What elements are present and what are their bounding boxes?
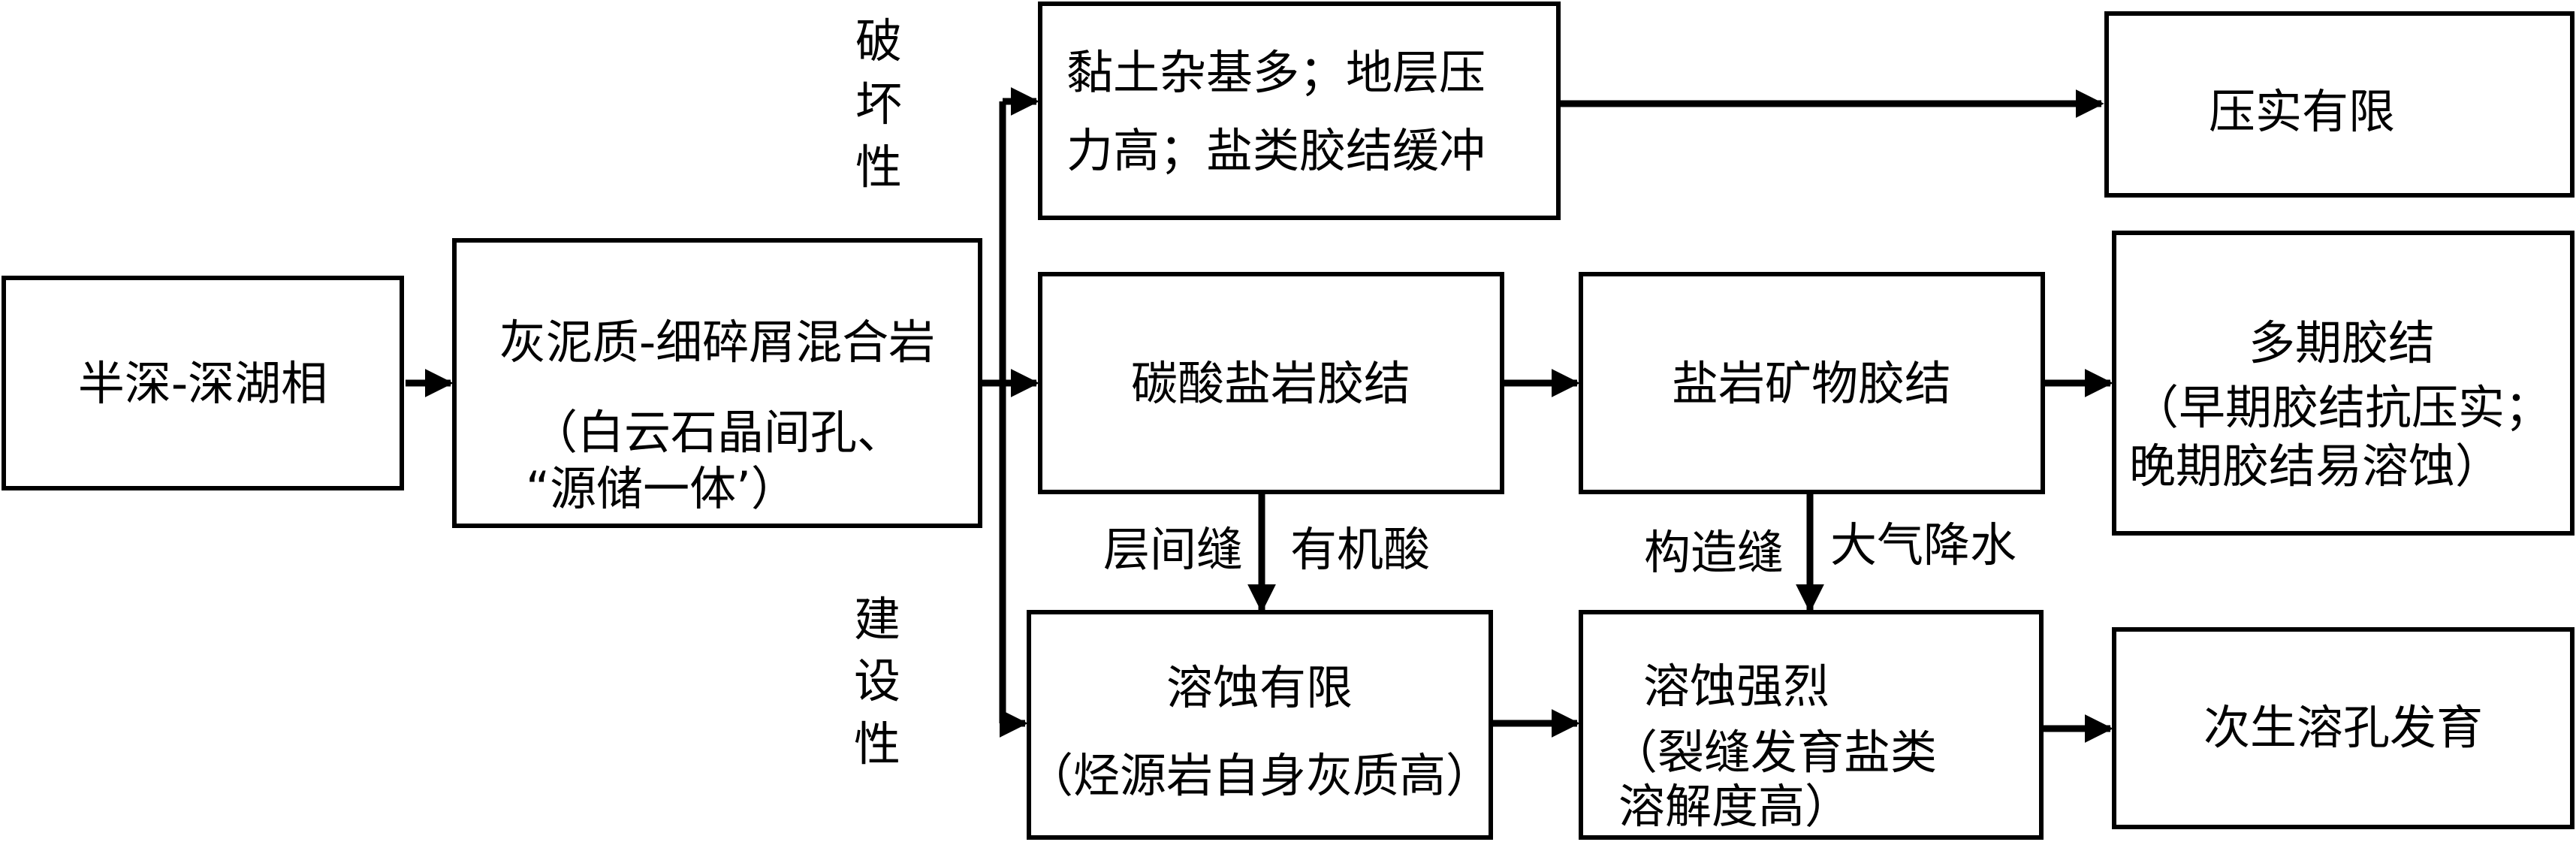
node-label: 溶解度高） xyxy=(1618,779,1851,834)
node-label: （烃源岩自身灰质高） xyxy=(1027,748,1492,803)
branch-label-char: 建 xyxy=(854,592,900,647)
node-box xyxy=(452,238,982,528)
node-box xyxy=(1579,610,2044,840)
node-box xyxy=(1027,610,1493,840)
node-label: 多期胶结 xyxy=(2249,315,2435,370)
node-label: （裂缝发育盐类 xyxy=(1611,725,1937,780)
node-label: 溶蚀强烈 xyxy=(1643,659,1829,714)
node-label: 压实有限 xyxy=(2209,84,2395,139)
node-label: 盐岩矿物胶结 xyxy=(1672,356,1951,411)
branch-label-char: 破 xyxy=(855,14,902,68)
branch-label-char: 性 xyxy=(855,140,902,195)
node-box xyxy=(2104,11,2574,198)
node-box xyxy=(2,276,404,490)
node-label: 次生溶孔发育 xyxy=(2203,700,2483,755)
node-carbonate-cement: 碳酸盐岩胶结 xyxy=(1038,272,1504,494)
node-multi-stage-cement: 多期胶结 （早期胶结抗压实； 晚期胶结易溶蚀） xyxy=(2112,231,2574,536)
node-semi-deep-lake: 半深-深湖相 xyxy=(2,276,404,490)
edge-label-organic-acid: 有机酸 xyxy=(1290,522,1430,577)
node-label: “源储一体’） xyxy=(526,461,798,516)
node-box xyxy=(1038,2,1561,220)
edge-label-interlayer-fracture: 层间缝 xyxy=(1103,522,1243,577)
branch-label-char: 设 xyxy=(854,653,900,708)
branch-label-char: 坏 xyxy=(855,77,902,131)
branch-label-destructive: 破 坏 性 xyxy=(855,14,902,195)
node-salt-mineral-cement: 盐岩矿物胶结 xyxy=(1579,272,2045,494)
node-box xyxy=(1038,272,1504,494)
edge-label-meteoric-water: 大气降水 xyxy=(1830,518,2016,572)
node-label: 半深-深湖相 xyxy=(78,356,327,411)
node-strong-dissolution: 溶蚀强烈 （裂缝发育盐类 溶解度高） xyxy=(1579,610,2044,840)
node-label: 碳酸盐岩胶结 xyxy=(1131,356,1410,411)
node-mixed-rock: 灰泥质-细碎屑混合岩 （白云石晶间孔、 “源储一体’） xyxy=(452,238,982,528)
node-label: 黏土杂基多；地层压 xyxy=(1066,45,1486,100)
node-label: （早期胶结抗压实； xyxy=(2132,380,2551,435)
node-secondary-pores: 次生溶孔发育 xyxy=(2112,627,2574,829)
node-limited-compaction: 压实有限 xyxy=(2104,11,2574,198)
node-label: 晚期胶结易溶蚀） xyxy=(2129,439,2502,493)
node-label: 溶蚀有限 xyxy=(1166,660,1353,715)
node-clay-pressure: 黏土杂基多；地层压 力高；盐类胶结缓冲 xyxy=(1038,2,1561,220)
node-label: 力高；盐类胶结缓冲 xyxy=(1066,123,1486,178)
node-label: 灰泥质-细碎屑混合岩 xyxy=(499,315,935,370)
node-box xyxy=(2112,231,2574,536)
node-label: （白云石晶间孔、 xyxy=(531,405,903,460)
edge-label-structural-fracture: 构造缝 xyxy=(1644,525,1784,580)
branch-label-char: 性 xyxy=(854,717,900,771)
node-box xyxy=(2112,627,2574,829)
node-box xyxy=(1579,272,2045,494)
connectors xyxy=(406,87,2113,743)
branch-label-constructive: 建 设 性 xyxy=(854,592,900,771)
node-limited-dissolution: 溶蚀有限 （烃源岩自身灰质高） xyxy=(1027,610,1493,840)
